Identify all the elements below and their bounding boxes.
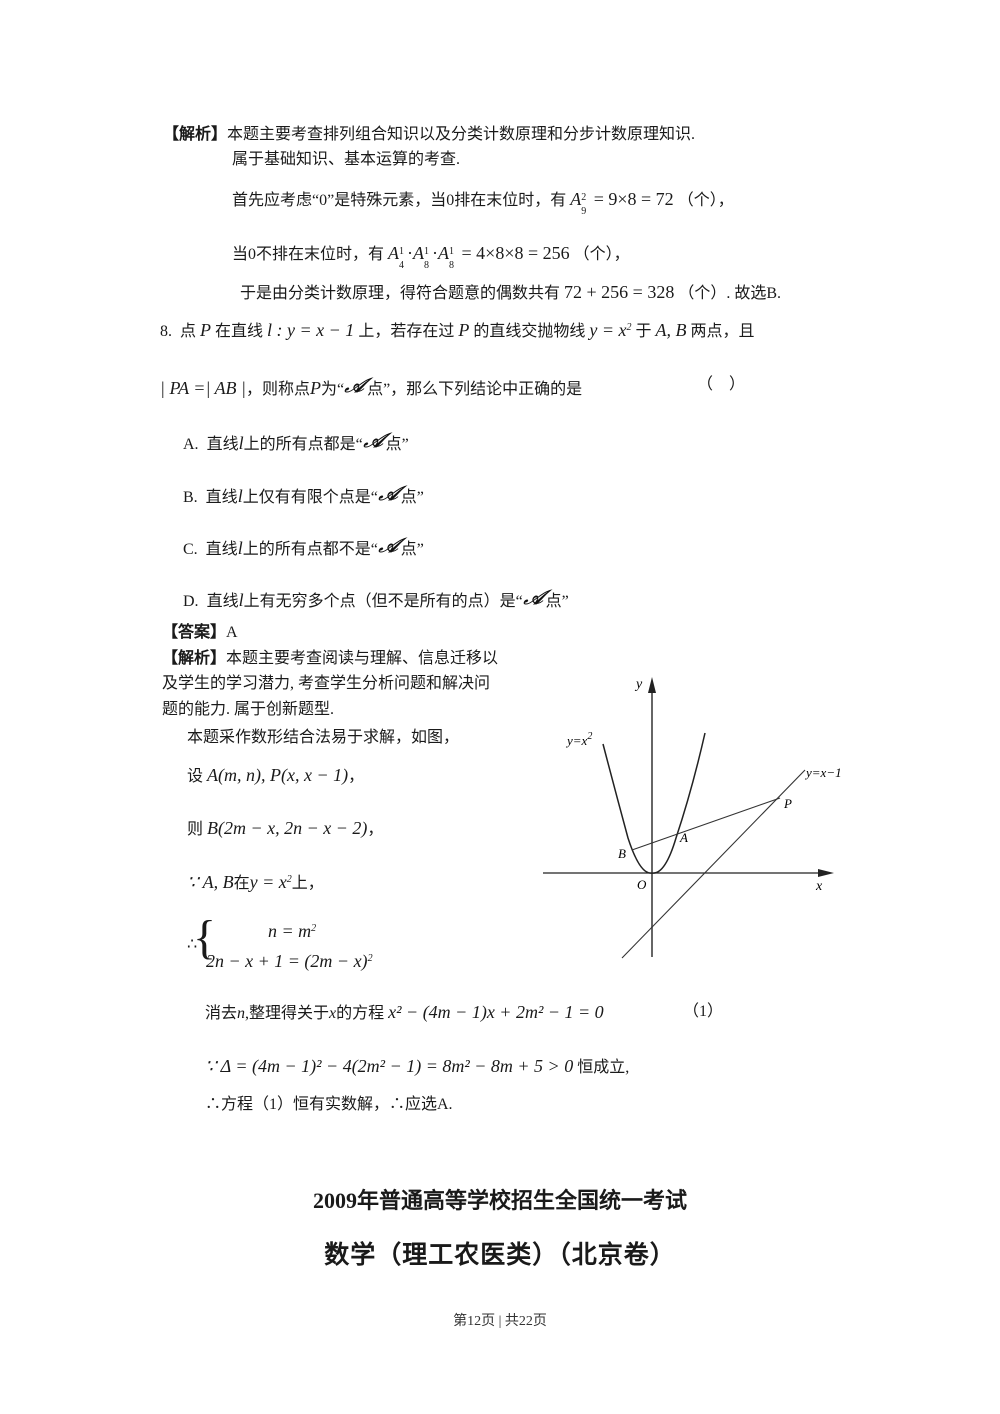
parabola-curve [602,732,706,874]
solution8-line1: 【解析】本题主要考查阅读与理解、信息迁移以 [162,650,499,667]
solution8-delta-line: ∵ Δ = (4m − 1)² − 4(2m² − 1) = 8m² − 8m … [205,1056,630,1076]
solution8-then-line: 则 B(2m − x, 2n − x − 2)， [187,818,384,838]
solution8-line4: 本题采作数形结合法易于求解，如图， [187,729,460,746]
prev-solution-line2: 属于基础知识、基本运算的考查. [232,151,461,168]
question8-line1: 8. 点 P 在直线 l : y = x − 1 上，若存在过 P 的直线交抛物… [160,320,755,340]
parabola-line-figure: y x O y=x2 y=x−1 B A P [543,677,842,959]
answer-line: 【答案】A [162,623,238,643]
y-axis-label: y [634,677,643,692]
prev-solution-line1: 【解析】本题主要考查排列组合知识以及分类计数原理和分步计数原理知识. [163,126,696,143]
option-a: A. 直线l上的所有点都是“𝒜点” [183,428,409,453]
prev-solution-line5: 于是由分类计数原理，得符合题意的偶数共有 72 + 256 = 328 （个）.… [240,282,782,302]
answer-bracket: （ ） [697,376,746,393]
point-b-label: B [618,846,626,861]
x-axis-arrow-icon [818,869,834,877]
solution8-line2: 及学生的学习潜力, 考查学生分析问题和解决问 [162,675,491,692]
left-brace: { [193,911,217,964]
system-eq2: 2n − x + 1 = (2m − x)2 [206,951,373,971]
x-axis-label: x [815,879,823,894]
solution8-line3: 题的能力. 属于创新题型. [162,701,335,718]
exam-title: 2009年普通高等学校招生全国统一考试 [312,1188,687,1213]
page-footer: 第12页 | 共22页 [453,1314,547,1329]
answer-value: A [226,624,238,641]
origin-label: O [637,877,647,892]
exam-subtitle: 数学（理工农医类）（北京卷） [324,1242,676,1269]
y-axis-arrow-icon [648,677,656,693]
equation-number: （1） [683,1003,724,1020]
answer-label: 【答案】 [162,624,227,641]
point-a-label: A [679,830,688,845]
solution8-conclusion: ∴方程（1）恒有实数解，∴应选A. [205,1096,453,1113]
solution8-elim-line: 消去n,整理得关于x的方程 x² − (4m − 1)x + 2m² − 1 =… [205,1002,604,1022]
solution8-label: 【解析】 [162,650,227,667]
point-p-label: P [783,796,792,811]
therefore-symbol: ∴ [187,936,198,953]
chord-bap [631,797,781,851]
solution8-because-line: ∵ A, B在y = x2上， [187,872,324,892]
question8-line2: | PA =| AB |，则称点P为“𝒜点”，那么下列结论中正确的是 [160,373,583,398]
option-b: B. 直线l上仅有有限个点是“𝒜点” [183,481,424,506]
option-c: C. 直线l上的所有点都不是“𝒜点” [183,533,424,558]
parabola-label: y=x2 [565,731,592,748]
prev-solution-label: 【解析】 [163,126,228,143]
option-d: D. 直线l上有无穷多个点（但不是所有的点）是“𝒜点” [183,585,569,610]
solution8-set-line: 设 A(m, n), P(x, x − 1)， [187,765,365,785]
line-label: y=x−1 [804,765,842,780]
system-eq1: n = m2 [268,921,317,941]
line-l [621,769,806,959]
